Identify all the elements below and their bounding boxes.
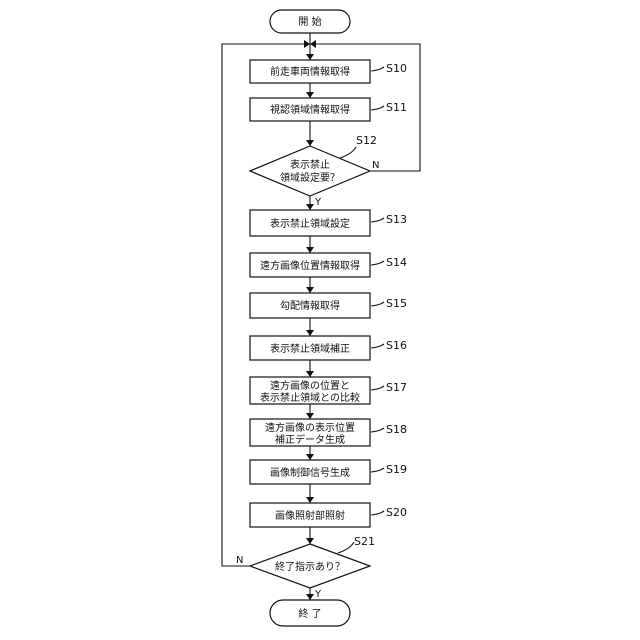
end-terminal: 終 了 <box>270 600 350 626</box>
step-s17-text-line2: 表示禁止領域との比較 <box>260 391 360 404</box>
step-s20-text: 画像照射部照射 <box>275 509 345 522</box>
step-s19-text: 画像制御信号生成 <box>270 466 350 479</box>
step-s21-no-label: N <box>236 555 243 566</box>
step-s17-text-line1: 遠方画像の位置と <box>270 379 350 392</box>
step-s13-id: S13 <box>386 213 407 226</box>
step-s20: 画像照射部照射 S20 <box>250 503 407 527</box>
step-s18-text-line1: 遠方画像の表示位置 <box>265 421 355 434</box>
step-s16-text: 表示禁止領域補正 <box>270 342 350 355</box>
step-s12-text-line2: 領域設定要？ <box>280 171 340 184</box>
end-label: 終 了 <box>298 607 321 620</box>
step-s13-text: 表示禁止領域設定 <box>270 217 350 230</box>
step-s21-yes-label: Y <box>314 589 322 600</box>
step-s19: 画像制御信号生成 S19 <box>250 460 407 484</box>
step-s12-yes-label: Y <box>314 197 322 208</box>
step-s14-id: S14 <box>386 256 407 269</box>
step-s10-text: 前走車両情報取得 <box>270 65 350 78</box>
step-s15: 勾配情報取得 S15 <box>250 293 407 318</box>
step-s10-id: S10 <box>386 62 407 75</box>
step-s12-text-line1: 表示禁止 <box>290 158 330 171</box>
step-s18: 遠方画像の表示位置 補正データ生成 S18 <box>250 419 407 446</box>
step-s12-no-label: N <box>372 160 379 171</box>
step-s15-text: 勾配情報取得 <box>280 299 340 312</box>
step-s18-text-line2: 補正データ生成 <box>275 433 345 446</box>
step-s11-id: S11 <box>386 101 407 114</box>
start-label: 開 始 <box>298 15 321 28</box>
step-s14: 遠方画像位置情報取得 S14 <box>250 253 407 277</box>
start-terminal: 開 始 <box>270 10 350 33</box>
step-s10: 前走車両情報取得 S10 <box>250 60 407 83</box>
step-s16-id: S16 <box>386 339 407 352</box>
step-s13: 表示禁止領域設定 S13 <box>250 210 407 236</box>
step-s21-text: 終了指示あり？ <box>275 560 345 573</box>
step-s12-id: S12 <box>356 134 377 147</box>
step-s12-decision: 表示禁止 領域設定要？ S12 N Y <box>250 134 379 208</box>
step-s19-id: S19 <box>386 463 407 476</box>
step-s11-text: 視認領域情報取得 <box>270 103 350 116</box>
step-s16: 表示禁止領域補正 S16 <box>250 336 407 360</box>
step-s17-id: S17 <box>386 381 407 394</box>
step-s14-text: 遠方画像位置情報取得 <box>260 259 360 272</box>
step-s18-id: S18 <box>386 423 407 436</box>
step-s20-id: S20 <box>386 506 407 519</box>
step-s15-id: S15 <box>386 297 407 310</box>
step-s17: 遠方画像の位置と 表示禁止領域との比較 S17 <box>250 377 407 404</box>
step-s11: 視認領域情報取得 S11 <box>250 98 407 121</box>
step-s21-id: S21 <box>354 535 375 548</box>
step-s21-decision: 終了指示あり？ S21 N Y <box>236 535 375 600</box>
